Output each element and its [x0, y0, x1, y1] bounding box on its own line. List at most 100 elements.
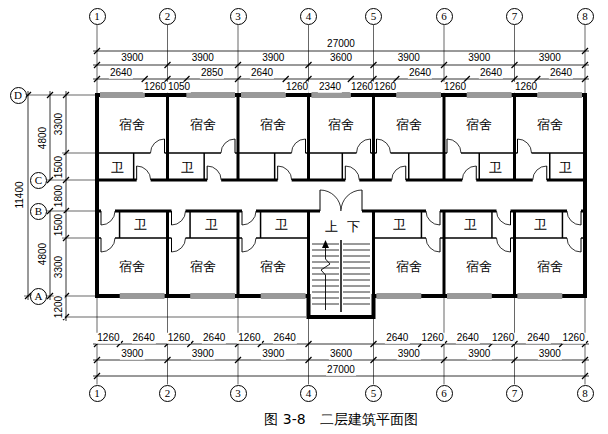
axis-circle: 7 [506, 8, 523, 25]
door-opening [242, 209, 256, 213]
dimension-tick [235, 76, 241, 82]
dimension-text: 2640 [273, 333, 297, 344]
window-line [190, 294, 235, 295]
dimension-text: 3900 [397, 349, 421, 360]
dimension-text: 1500 [54, 212, 65, 236]
axis-bubble: 5 [371, 11, 377, 22]
dimension-tick [582, 76, 588, 82]
axis-extension-line [238, 25, 239, 93]
door-opening [497, 236, 511, 240]
axis-circle: 3 [230, 385, 247, 402]
door-leaf [405, 166, 406, 180]
axis-bubble: 7 [512, 388, 518, 399]
axis-extension-line [24, 95, 95, 96]
dimension-tick [582, 62, 588, 68]
stair-arrowhead [322, 240, 329, 248]
room-area: 宿舍 [447, 240, 512, 293]
dimension-tick [371, 341, 377, 347]
room-label: 宿舍 [119, 260, 145, 273]
door-leaf [101, 211, 102, 225]
door-opening [292, 151, 306, 155]
bath-zone-wall [374, 237, 586, 239]
axis-circle: 8 [577, 8, 594, 25]
door-opening [320, 209, 341, 213]
window-line [261, 294, 306, 295]
window-line [241, 97, 286, 98]
door-leaf [164, 139, 165, 153]
bath-label: 卫 [489, 161, 502, 174]
window-line [187, 97, 236, 98]
room-label: 宿舍 [190, 118, 216, 131]
room-label: 宿舍 [466, 118, 492, 131]
door-opening [172, 209, 186, 213]
door-leaf [242, 211, 243, 225]
dimension-tick [235, 357, 241, 363]
bath-zone-wall [97, 152, 585, 154]
window-line [190, 298, 235, 299]
dimension-text: 2640 [408, 68, 432, 79]
room-area: 卫 [450, 213, 491, 236]
corridor-wall [362, 210, 585, 213]
room-area: 宿舍 [377, 98, 442, 151]
axis-bubble: 4 [306, 388, 312, 399]
window-line [120, 296, 165, 297]
axis-circle: 5 [365, 385, 382, 402]
stair-tread [312, 268, 339, 269]
dimension-text: 1260 [514, 82, 538, 93]
door-leaf [362, 190, 363, 211]
axis-extension-line [47, 211, 95, 212]
dimension-line [28, 91, 29, 300]
window-line [396, 95, 441, 96]
dimension-line [93, 51, 589, 52]
door-opening [221, 151, 235, 155]
door-opening [207, 178, 221, 182]
stair-tread [312, 262, 339, 263]
axis-circle: 2 [159, 385, 176, 402]
axis-circle: 1 [89, 8, 106, 25]
axis-circle: 2 [159, 8, 176, 25]
dimension-text: 1800 [54, 183, 65, 207]
axis-circle: B [30, 203, 47, 220]
door-swing [101, 211, 115, 225]
dimension-tick [47, 177, 53, 183]
window-line [396, 97, 441, 98]
axis-bubble: 3 [235, 388, 241, 399]
window-line [447, 294, 492, 295]
room-area: 卫 [550, 156, 582, 178]
window-line [120, 298, 165, 299]
axis-circle: 4 [300, 8, 317, 25]
dimension-text: 3300 [54, 255, 65, 279]
door-leaf [546, 166, 547, 180]
corridor-wall [97, 179, 585, 182]
door-leaf [581, 211, 582, 225]
outer-wall [97, 95, 585, 317]
dimension-tick [582, 48, 588, 54]
dimension-line [66, 91, 67, 321]
dimension-text: 1260 [491, 333, 515, 344]
dimension-text: 1260 [350, 82, 374, 93]
door-opening [462, 178, 476, 182]
dimension-tick [47, 92, 53, 98]
room-area: 宿舍 [171, 240, 236, 293]
window-line [312, 95, 351, 96]
axis-bubble: 5 [371, 388, 377, 399]
door-swing [533, 166, 547, 180]
axis-circle: D [10, 87, 27, 104]
stair-arrow [321, 247, 330, 310]
room-label: 宿舍 [466, 260, 492, 273]
axis-circle: 6 [436, 385, 453, 402]
partition-wall [237, 211, 240, 296]
dimension-tick [441, 357, 447, 363]
window-gap [241, 93, 286, 98]
dimension-text: 3900 [120, 349, 144, 360]
room-area: 宿舍 [447, 98, 512, 151]
window-gap [100, 93, 145, 98]
dimension-text: 27000 [326, 365, 356, 376]
dimension-text: 2640 [202, 333, 226, 344]
axis-circle: 5 [365, 8, 382, 25]
partition-wall [513, 211, 516, 296]
axis-bubble: B [35, 206, 42, 217]
bath-label: 卫 [393, 218, 406, 231]
room-area: 卫 [172, 156, 204, 178]
dimension-text: 2340 [318, 82, 342, 93]
